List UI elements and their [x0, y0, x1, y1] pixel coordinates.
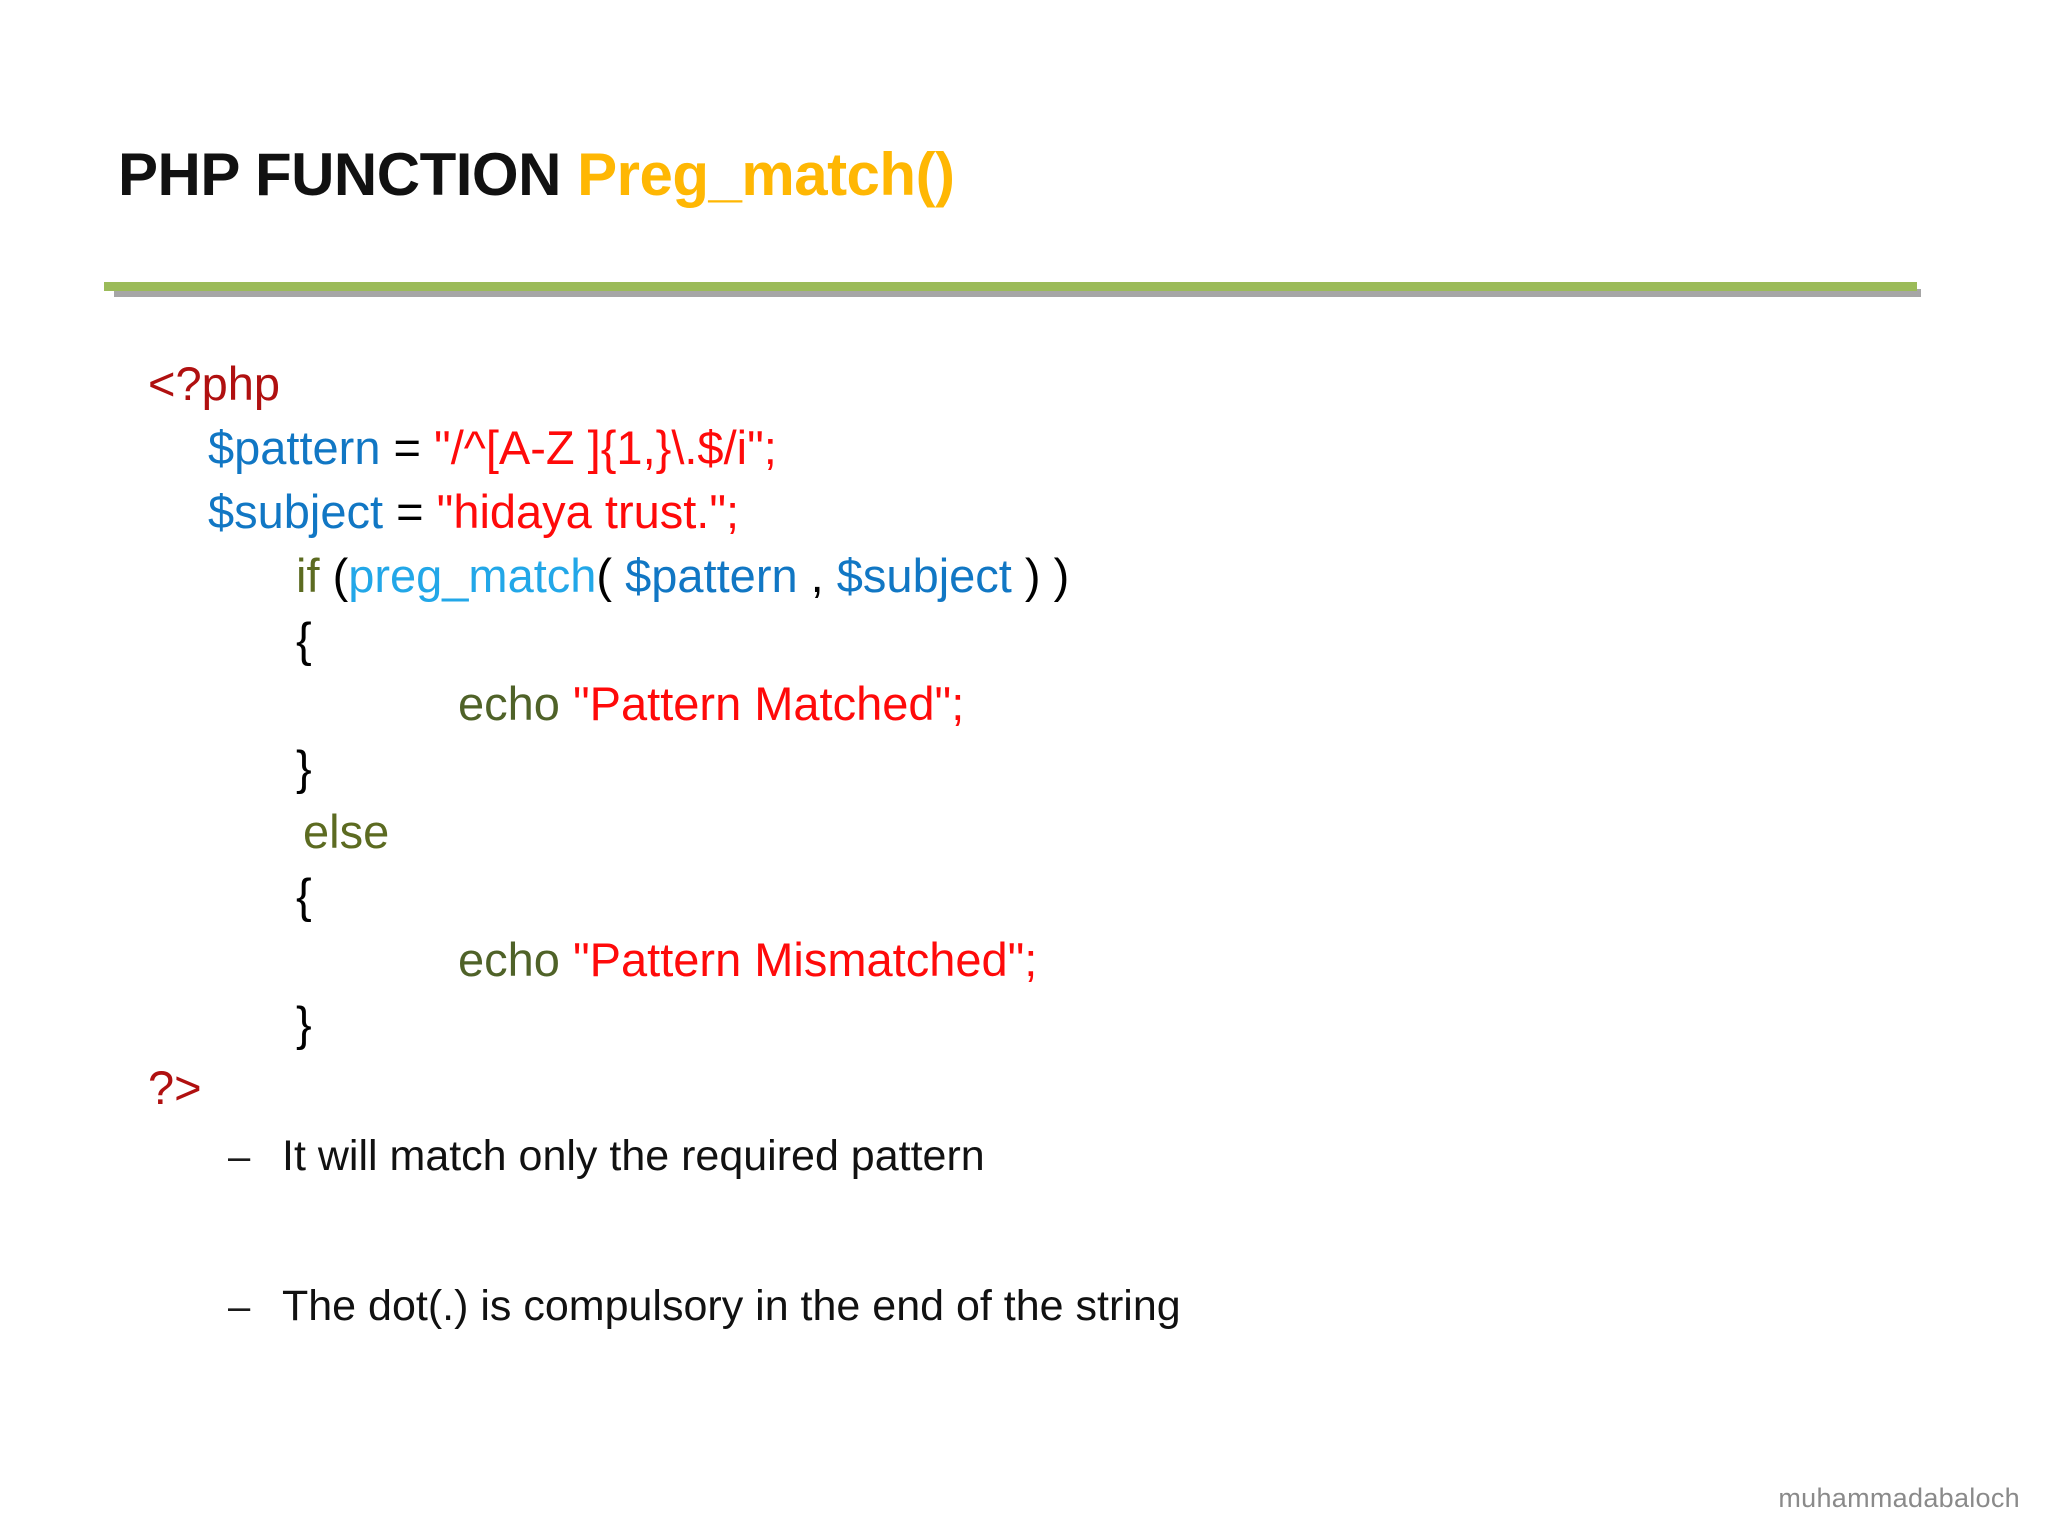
- page-title: PHP FUNCTION Preg_match(): [118, 140, 955, 209]
- code-token-str: "Pattern Matched";: [572, 677, 965, 730]
- code-token-op: {: [296, 613, 312, 666]
- code-token-var: $pattern: [625, 549, 798, 602]
- code-token-op: }: [296, 997, 312, 1050]
- code-token-tag: <?php: [148, 357, 281, 410]
- code-line: }: [0, 736, 2048, 800]
- code-line: else: [0, 800, 2048, 864]
- code-token-str: "/^[A-Z ]{1,}\.$/i";: [434, 421, 777, 474]
- code-token-var: $subject: [208, 485, 384, 538]
- code-line: echo "Pattern Mismatched";: [0, 928, 2048, 992]
- code-token-echo: echo: [458, 677, 573, 730]
- code-token-op: (: [332, 549, 349, 602]
- code-token-tag: ?>: [148, 1061, 202, 1114]
- bullet-item: –The dot(.) is compulsory in the end of …: [0, 1280, 2048, 1332]
- bullet-dash-icon: –: [228, 1135, 251, 1179]
- code-token-fn: preg_match: [348, 549, 597, 602]
- title-divider-bar: [104, 282, 1917, 291]
- bullet-dash-icon: –: [228, 1285, 251, 1329]
- code-token-echo: echo: [458, 933, 573, 986]
- bullet-text: It will match only the required pattern: [282, 1132, 985, 1180]
- code-token-var: $subject: [836, 549, 1012, 602]
- code-token-op: ,: [797, 549, 837, 602]
- title-divider: [104, 278, 1921, 300]
- page-title-main: PHP FUNCTION: [118, 141, 578, 208]
- code-token-op: =: [383, 485, 437, 538]
- code-token-str: "hidaya trust.";: [436, 485, 740, 538]
- code-token-op: (: [596, 549, 626, 602]
- code-token-kw: else: [303, 805, 390, 858]
- code-block: <?php$pattern = "/^[A-Z ]{1,}\.$/i";$sub…: [0, 352, 2048, 1120]
- code-token-str: "Pattern Mismatched";: [572, 933, 1038, 986]
- bullet-item: –It will match only the required pattern: [0, 1130, 2048, 1182]
- code-line: {: [0, 864, 2048, 928]
- code-line: <?php: [0, 352, 2048, 416]
- code-token-op: ) ): [1011, 549, 1070, 602]
- code-token-op: }: [296, 741, 312, 794]
- code-line: if (preg_match( $pattern , $subject ) ): [0, 544, 2048, 608]
- bullet-list: –It will match only the required pattern…: [0, 1130, 2048, 1430]
- bullet-text: The dot(.) is compulsory in the end of t…: [282, 1282, 1181, 1330]
- code-line: echo "Pattern Matched";: [0, 672, 2048, 736]
- code-line: ?>: [0, 1056, 2048, 1120]
- code-token-kw: if: [296, 549, 333, 602]
- code-line: $subject = "hidaya trust.";: [0, 480, 2048, 544]
- code-line: {: [0, 608, 2048, 672]
- code-token-op: =: [380, 421, 435, 474]
- code-token-var: $pattern: [208, 421, 381, 474]
- code-line: }: [0, 992, 2048, 1056]
- code-line: $pattern = "/^[A-Z ]{1,}\.$/i";: [0, 416, 2048, 480]
- title-divider-shadow: [114, 289, 1921, 297]
- code-token-op: {: [296, 869, 312, 922]
- page-title-accent: Preg_match(): [577, 141, 955, 208]
- footer-watermark: muhammadabaloch: [1778, 1483, 2020, 1513]
